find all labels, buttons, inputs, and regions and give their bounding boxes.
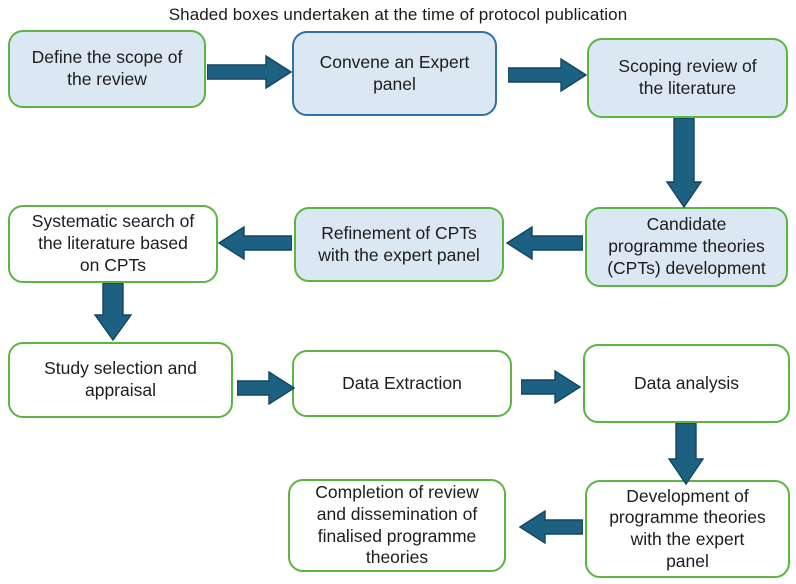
arrow-define-to-convene: [207, 55, 292, 89]
node-define-scope: Define the scope of the review: [8, 30, 206, 108]
node-completion-review: Completion of review and dissemination o…: [288, 479, 506, 572]
node-data-extraction: Data Extraction: [292, 350, 512, 417]
arrow-refine-to-systematic: [218, 226, 292, 260]
node-label: Scoping review of the literature: [618, 56, 757, 98]
node-label: Systematic search of the literature base…: [31, 211, 195, 275]
node-label: Development of programme theories with t…: [609, 485, 766, 571]
arrow-scoping-to-candidate: [666, 118, 702, 208]
node-candidate-cpts: Candidate programme theories (CPTs) deve…: [585, 207, 788, 287]
arrow-systematic-to-study: [94, 283, 132, 341]
node-label: Data analysis: [633, 372, 740, 393]
arrow-convene-to-scoping: [508, 58, 587, 92]
node-label: Data Extraction: [342, 372, 462, 393]
diagram-title: Shaded boxes undertaken at the time of p…: [168, 5, 628, 24]
node-label: Study selection and appraisal: [44, 358, 197, 400]
node-label: Refinement of CPTs with the expert panel: [318, 222, 480, 265]
node-scoping-review: Scoping review of the literature: [587, 38, 788, 118]
arrow-study-to-extraction: [237, 371, 295, 405]
node-label: Candidate programme theories (CPTs) deve…: [607, 214, 766, 278]
node-label: Convene an Expert panel: [319, 51, 470, 94]
arrow-analysis-to-development: [668, 423, 704, 485]
node-label: Define the scope of the review: [31, 47, 183, 89]
node-refine-cpts: Refinement of CPTs with the expert panel: [294, 207, 504, 282]
node-data-analysis: Data analysis: [583, 344, 790, 423]
node-study-selection: Study selection and appraisal: [8, 342, 233, 418]
arrow-extraction-to-analysis: [521, 370, 581, 404]
arrow-development-to-completion: [519, 510, 583, 544]
node-systematic-search: Systematic search of the literature base…: [8, 205, 218, 283]
node-label: Completion of review and dissemination o…: [315, 482, 479, 568]
arrow-candidate-to-refine: [506, 226, 583, 260]
node-convene-panel: Convene an Expert panel: [292, 31, 497, 116]
node-development-theories: Development of programme theories with t…: [585, 480, 790, 578]
